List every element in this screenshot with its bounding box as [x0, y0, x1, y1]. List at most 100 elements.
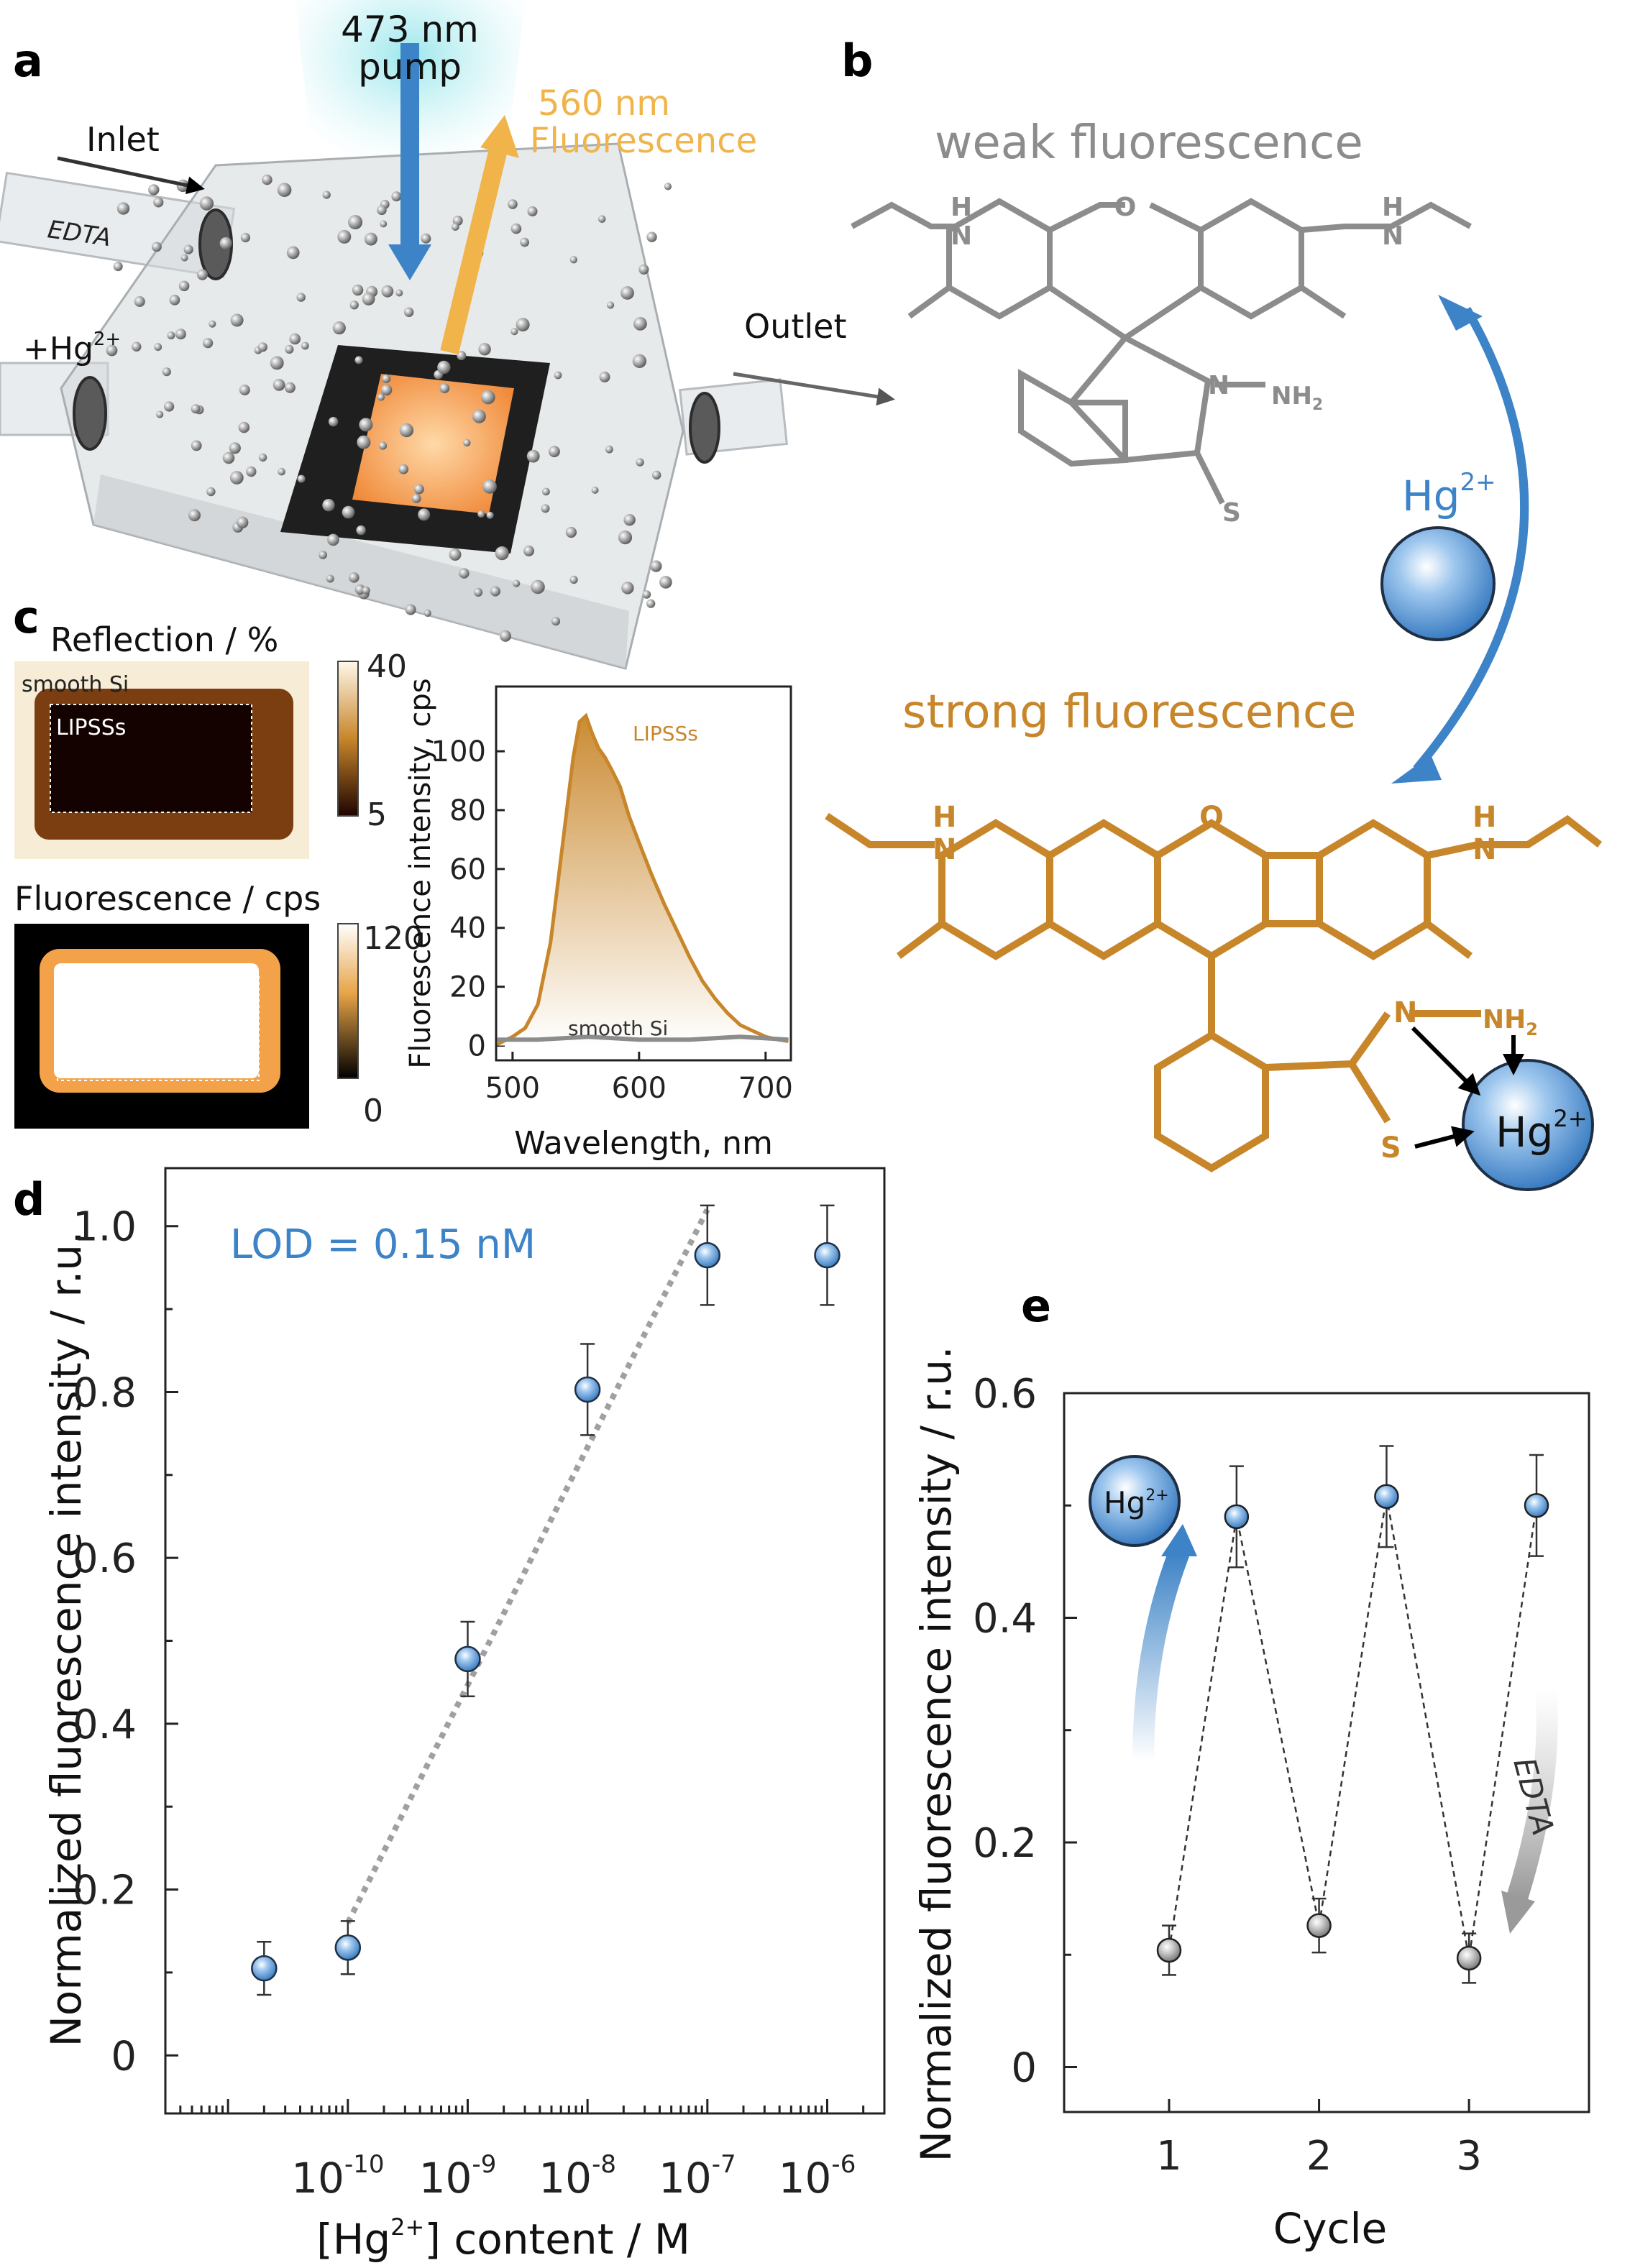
mercury-bead: [411, 494, 421, 503]
spectrum-xtick-label: 600: [612, 1072, 667, 1105]
s-bridge-bottom: [1048, 920, 1160, 960]
mercury-bead: [395, 289, 403, 297]
mercury-bead: [437, 360, 451, 375]
mercury-bead: [349, 300, 359, 310]
mercury-bead: [364, 232, 377, 246]
e-ytick-label: 0.2: [973, 1820, 1037, 1867]
pump-label-2: pump: [358, 46, 462, 88]
e-data-point: [1156, 1937, 1182, 1963]
strong-h-right: H: [1473, 801, 1496, 834]
mercury-bead: [377, 205, 387, 216]
mercury-bead: [322, 190, 331, 199]
outlet-connector: [689, 392, 720, 464]
mercury-bead: [167, 331, 175, 340]
panel-b: b weak fluorescence H N O H N N NH2: [825, 35, 1603, 1191]
mercury-bead: [378, 441, 388, 450]
strong-h-left: H: [933, 801, 956, 834]
mercury-bead: [380, 384, 393, 396]
mercury-bead: [257, 342, 267, 352]
mercury-bead: [169, 294, 180, 306]
mercury-bead: [423, 609, 431, 617]
mercury-bead: [342, 505, 355, 519]
mercury-bead: [495, 546, 509, 561]
spectrum-xlabel: Wavelength, nm: [514, 1125, 773, 1162]
mercury-bead: [258, 453, 267, 462]
mercury-bead: [482, 479, 497, 494]
right-methyl: [1299, 285, 1347, 319]
mercury-bead: [418, 508, 431, 521]
strong-s: S: [1380, 1131, 1401, 1165]
d-ytick-label: 0.4: [73, 1702, 137, 1748]
mercury-bead: [284, 382, 296, 393]
mercury-bead: [510, 328, 518, 336]
mercury-bead: [439, 383, 450, 393]
mercury-bead: [508, 199, 518, 209]
strong-n-right: N: [1473, 833, 1496, 866]
fluorescence-lipss-outline: [57, 975, 260, 1081]
fluorescence-map-bright: [54, 963, 259, 1078]
edta-remove-arrow: [1506, 1688, 1558, 1901]
mercury-bead: [382, 374, 391, 383]
mercury-bead: [404, 307, 414, 317]
e-ytick-label: 0.4: [973, 1596, 1037, 1643]
mercury-bead: [357, 435, 371, 449]
mercury-bead: [481, 390, 495, 405]
weak-fluorescence-label: weak fluorescence: [935, 116, 1363, 170]
mercury-bead: [113, 262, 123, 272]
mercury-bead: [285, 344, 294, 354]
mercury-bead: [541, 504, 550, 513]
mercury-bead: [188, 509, 201, 522]
mercury-bead: [270, 356, 284, 370]
benzo-ring: [1018, 369, 1128, 467]
mercury-bead: [327, 533, 339, 546]
mercury-bead: [196, 269, 209, 280]
s-bridge-top: [1048, 819, 1160, 859]
spectrum-xtick-label: 500: [485, 1072, 540, 1105]
panel-label-d: d: [13, 1173, 45, 1226]
mercury-bead: [632, 354, 647, 368]
e-xtick-label: 2: [1306, 2133, 1332, 2180]
fluorescence-colorbar: [337, 923, 359, 1079]
reversible-arrow: [1413, 307, 1529, 772]
mercury-bead: [239, 385, 250, 395]
reversible-arrow-head-top: [1438, 295, 1483, 331]
mercury-bead: [633, 317, 647, 331]
spectrum-chart: Fluorescence intensity, cps Wavelength, …: [404, 678, 793, 1162]
spectrum-lipss-area: [497, 715, 789, 1046]
bridge-o-right: [1149, 202, 1202, 233]
mercury-bead: [354, 356, 363, 364]
mercury-bead: [132, 341, 142, 352]
inlet-arrow: [57, 156, 205, 195]
mercury-bead: [565, 526, 577, 538]
strong-nh2: NH2: [1483, 1005, 1538, 1039]
d-data-point: [574, 1376, 601, 1403]
d-xtick-label: 10-10: [291, 2150, 384, 2203]
mercury-bead: [542, 487, 550, 496]
d-data-point: [814, 1241, 841, 1269]
spectrum-ytick-label: 0: [468, 1030, 486, 1063]
mercury-bead: [520, 237, 529, 247]
e-ytick-label: 0.6: [973, 1371, 1037, 1418]
panel-label-b: b: [841, 35, 873, 87]
mercury-bead: [328, 416, 339, 427]
strong-o: O: [1199, 801, 1224, 834]
lactam-ring: [1067, 334, 1212, 464]
reversible-arrow-head-bottom: [1391, 755, 1442, 784]
s-middle-ring: [1154, 819, 1269, 960]
spectrum-ytick-label: 100: [431, 735, 486, 768]
mercury-bead: [153, 197, 164, 208]
mercury-bead: [638, 264, 649, 275]
mercury-bead: [472, 409, 486, 423]
d-xtick-label: 10-7: [659, 2150, 736, 2203]
weak-n-left: N: [951, 221, 972, 251]
s-right-ethyl: [1426, 814, 1603, 859]
mercury-bead: [510, 223, 522, 234]
mercury-bead: [326, 574, 334, 583]
s-left-ethyl: [825, 812, 935, 848]
mercury-bead: [599, 371, 610, 382]
mercury-bead: [154, 343, 162, 352]
mercury-bead: [134, 296, 145, 307]
pump-arrow-head: [388, 244, 431, 280]
mercury-bead: [551, 617, 561, 626]
